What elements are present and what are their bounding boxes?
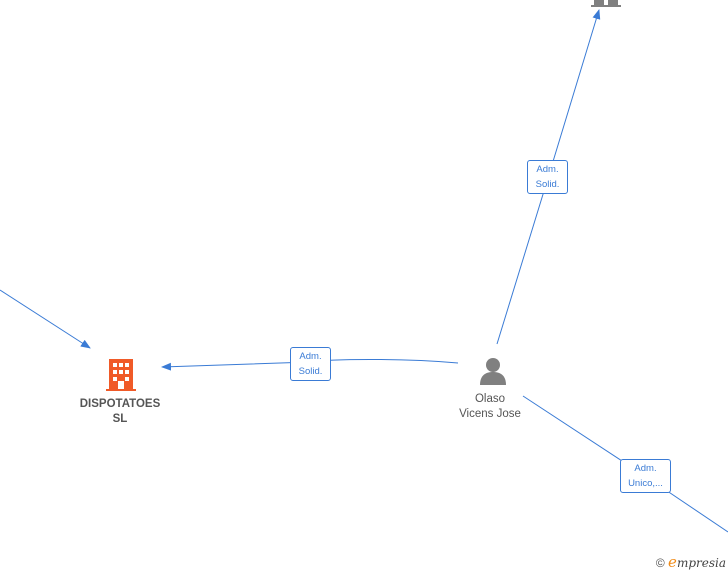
edge-label-line1: Adm. (536, 164, 559, 175)
person-name-line1: Olaso (474, 393, 506, 405)
edge-label-line1: Adm. (299, 351, 322, 362)
company-name-line2: SL (112, 413, 128, 425)
edge-label-adm-unico[interactable]: Adm. Unico,... (620, 459, 671, 493)
edge-label-line2: Solid. (535, 179, 560, 190)
edge-label-adm-solid[interactable]: Adm. Solid. (527, 160, 568, 194)
edge-label-line1: Adm. (634, 463, 657, 474)
company-name-line1: DISPOTATOES (79, 398, 161, 410)
edge-label-line2: Solid. (298, 366, 323, 377)
person-icon[interactable] (478, 356, 508, 386)
edge-offscreen-to-dispotatoes (0, 289, 91, 349)
edge-label-line2: Unico,... (628, 478, 663, 489)
copyright-symbol: © (655, 556, 665, 570)
building-icon[interactable] (104, 357, 138, 393)
edge-label-adm-solid[interactable]: Adm. Solid. (290, 347, 331, 381)
person-node-olaso[interactable]: Olaso Vicens Jose (440, 392, 540, 422)
company-node-dispotatoes[interactable]: DISPOTATOES SL (60, 397, 180, 427)
logo-initial: e (668, 553, 677, 571)
building-icon[interactable] (588, 0, 624, 8)
person-name-line2: Vicens Jose (459, 408, 521, 420)
logo-text: mpresia (676, 556, 726, 570)
empresia-logo: © empresia (656, 553, 726, 571)
